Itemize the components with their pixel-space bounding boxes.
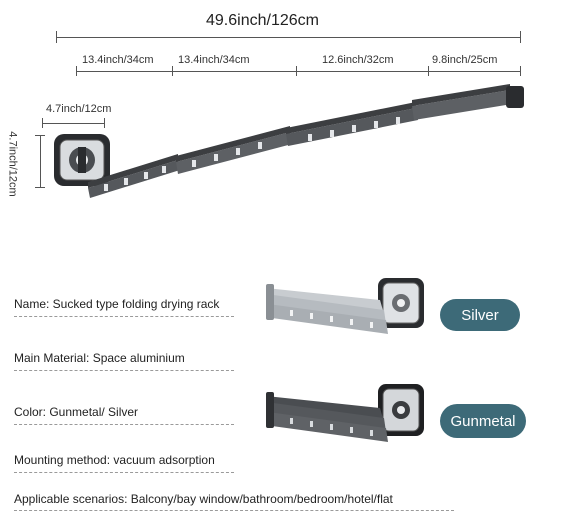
variant-silver-pill: Silver bbox=[440, 299, 520, 331]
variant-silver-label: Silver bbox=[461, 306, 499, 324]
segment-tick-1 bbox=[76, 66, 77, 76]
spec-mounting: Mounting method: vacuum adsorption bbox=[14, 453, 215, 467]
variant-gunmetal-pill: Gunmetal bbox=[440, 404, 526, 438]
total-length-label: 49.6inch/126cm bbox=[206, 12, 319, 29]
spec-divider bbox=[14, 510, 454, 511]
mount-width-tick-left bbox=[42, 118, 43, 128]
rack-arm-4 bbox=[412, 84, 524, 120]
spec-scenarios: Applicable scenarios: Balcony/bay window… bbox=[14, 492, 393, 506]
segment-label-1: 13.4inch/34cm bbox=[82, 54, 154, 66]
spec-divider bbox=[14, 472, 234, 473]
segment-label-2: 13.4inch/34cm bbox=[178, 54, 250, 66]
spec-divider bbox=[14, 424, 234, 425]
spec-color: Color: Gunmetal/ Silver bbox=[14, 405, 139, 419]
mount-height-line bbox=[40, 135, 41, 187]
segment-tick-5 bbox=[520, 66, 521, 76]
rack-arm-1 bbox=[88, 154, 180, 198]
spec-material: Main Material: Space aluminium bbox=[14, 351, 185, 365]
rack-holes bbox=[104, 117, 400, 191]
mount-height-tick-bottom bbox=[35, 187, 45, 188]
silver-rack-illustration bbox=[266, 278, 424, 334]
mount-width-tick-right bbox=[104, 118, 105, 128]
total-length-tick-left bbox=[56, 31, 57, 43]
suction-mount bbox=[54, 134, 110, 186]
segment-label-3: 12.6inch/32cm bbox=[322, 54, 394, 66]
segment-line bbox=[76, 71, 520, 72]
segment-tick-3 bbox=[296, 66, 297, 76]
spec-divider bbox=[14, 370, 234, 371]
spec-name: Name: Sucked type folding drying rack bbox=[14, 297, 220, 311]
mount-width-label: 4.7inch/12cm bbox=[46, 103, 112, 115]
gunmetal-rack-illustration bbox=[266, 384, 424, 442]
total-length-line bbox=[56, 37, 520, 38]
total-length-tick-right bbox=[520, 31, 521, 43]
mount-width-line bbox=[42, 123, 104, 124]
segment-label-4: 9.8inch/25cm bbox=[432, 54, 498, 66]
variant-gunmetal-label: Gunmetal bbox=[450, 412, 516, 430]
mount-height-tick-top bbox=[35, 135, 45, 136]
spec-divider bbox=[14, 316, 234, 317]
segment-tick-2 bbox=[172, 66, 173, 76]
rack-arm-2 bbox=[176, 126, 292, 174]
extended-rack-illustration bbox=[54, 84, 524, 198]
segment-tick-4 bbox=[428, 66, 429, 76]
